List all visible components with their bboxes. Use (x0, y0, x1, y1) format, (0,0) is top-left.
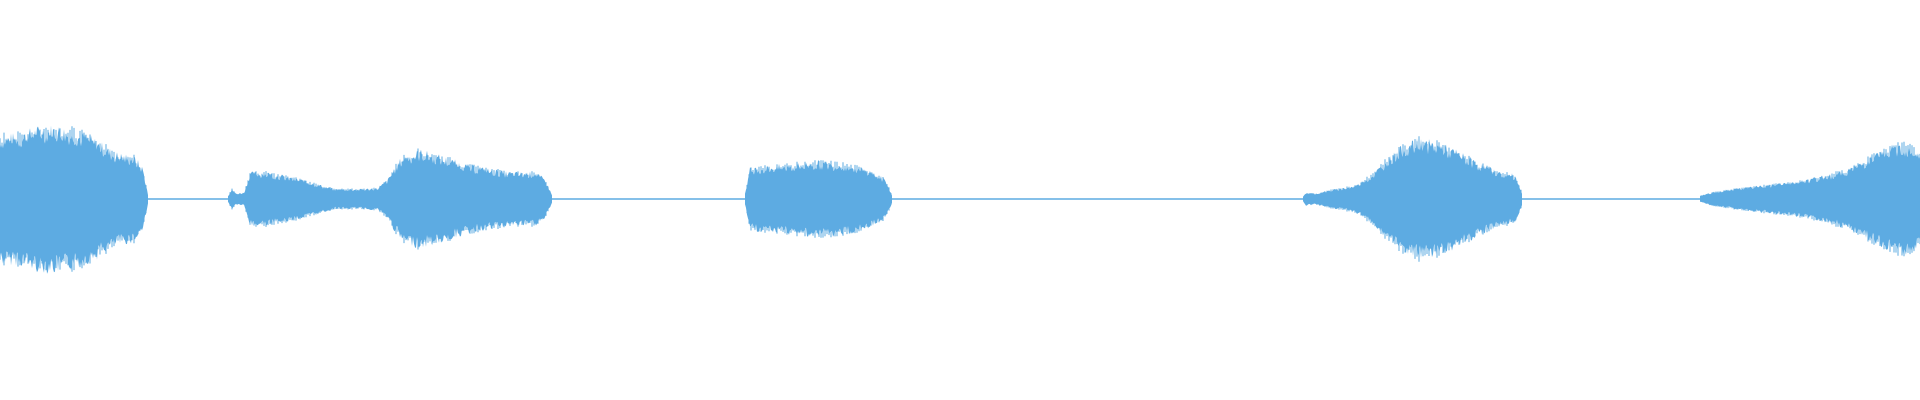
waveform-peaks-2 (229, 148, 551, 250)
waveform-peaks-1 (0, 126, 147, 272)
waveform-peaks-3 (746, 160, 892, 238)
waveform-peaks-4 (1320, 136, 1522, 262)
waveform-segments (0, 125, 1920, 274)
waveform-peaks-5 (1711, 141, 1920, 257)
